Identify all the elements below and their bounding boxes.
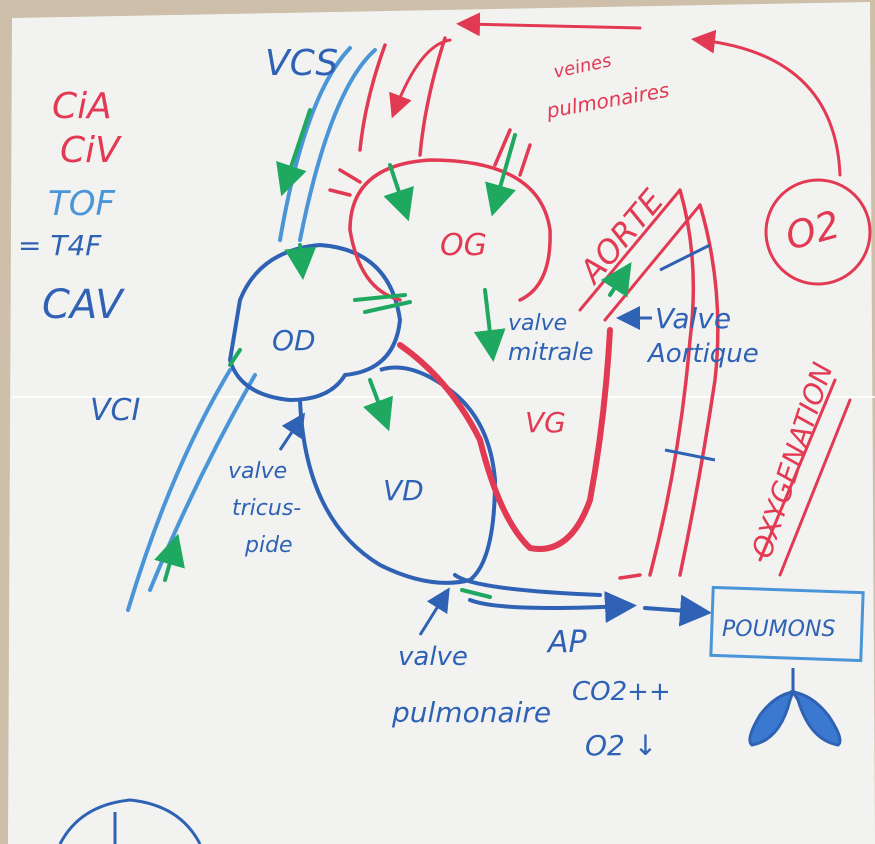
label-co2: CO2++ bbox=[572, 677, 671, 707]
label-o2-down: O2 ↓ bbox=[585, 729, 657, 762]
label-valve-aortique-2: Aortique bbox=[646, 339, 759, 369]
label-ap: AP bbox=[546, 625, 588, 660]
label-vci: VCI bbox=[90, 393, 140, 428]
legend-tof: TOF bbox=[48, 184, 116, 224]
label-valve-tricuspide-1: valve bbox=[228, 459, 287, 484]
label-valve-pulmonaire-2: pulmonaire bbox=[391, 696, 551, 729]
label-valve-aortique-1: Valve bbox=[655, 302, 731, 335]
label-vcs: VCS bbox=[265, 43, 338, 84]
legend-cav: CAV bbox=[42, 282, 125, 328]
label-od: OD bbox=[272, 324, 316, 357]
legend-civ: CiV bbox=[60, 130, 122, 171]
label-valve-tricuspide-3: pide bbox=[244, 533, 293, 558]
label-valve-pulmonaire-1: valve bbox=[398, 642, 468, 672]
label-og: OG bbox=[440, 228, 487, 263]
legend-t4f: = T4F bbox=[18, 229, 102, 262]
board-glare-line bbox=[12, 396, 875, 398]
label-poumons: POUMONS bbox=[722, 617, 835, 642]
label-valve-mitrale-2: mitrale bbox=[508, 338, 593, 366]
label-valve-tricuspide-2: tricus- bbox=[232, 496, 301, 521]
label-vd: VD bbox=[383, 474, 424, 507]
label-vg: VG bbox=[525, 406, 566, 439]
label-valve-mitrale-1: valve bbox=[508, 311, 567, 336]
legend-cia: CiA bbox=[52, 86, 112, 127]
